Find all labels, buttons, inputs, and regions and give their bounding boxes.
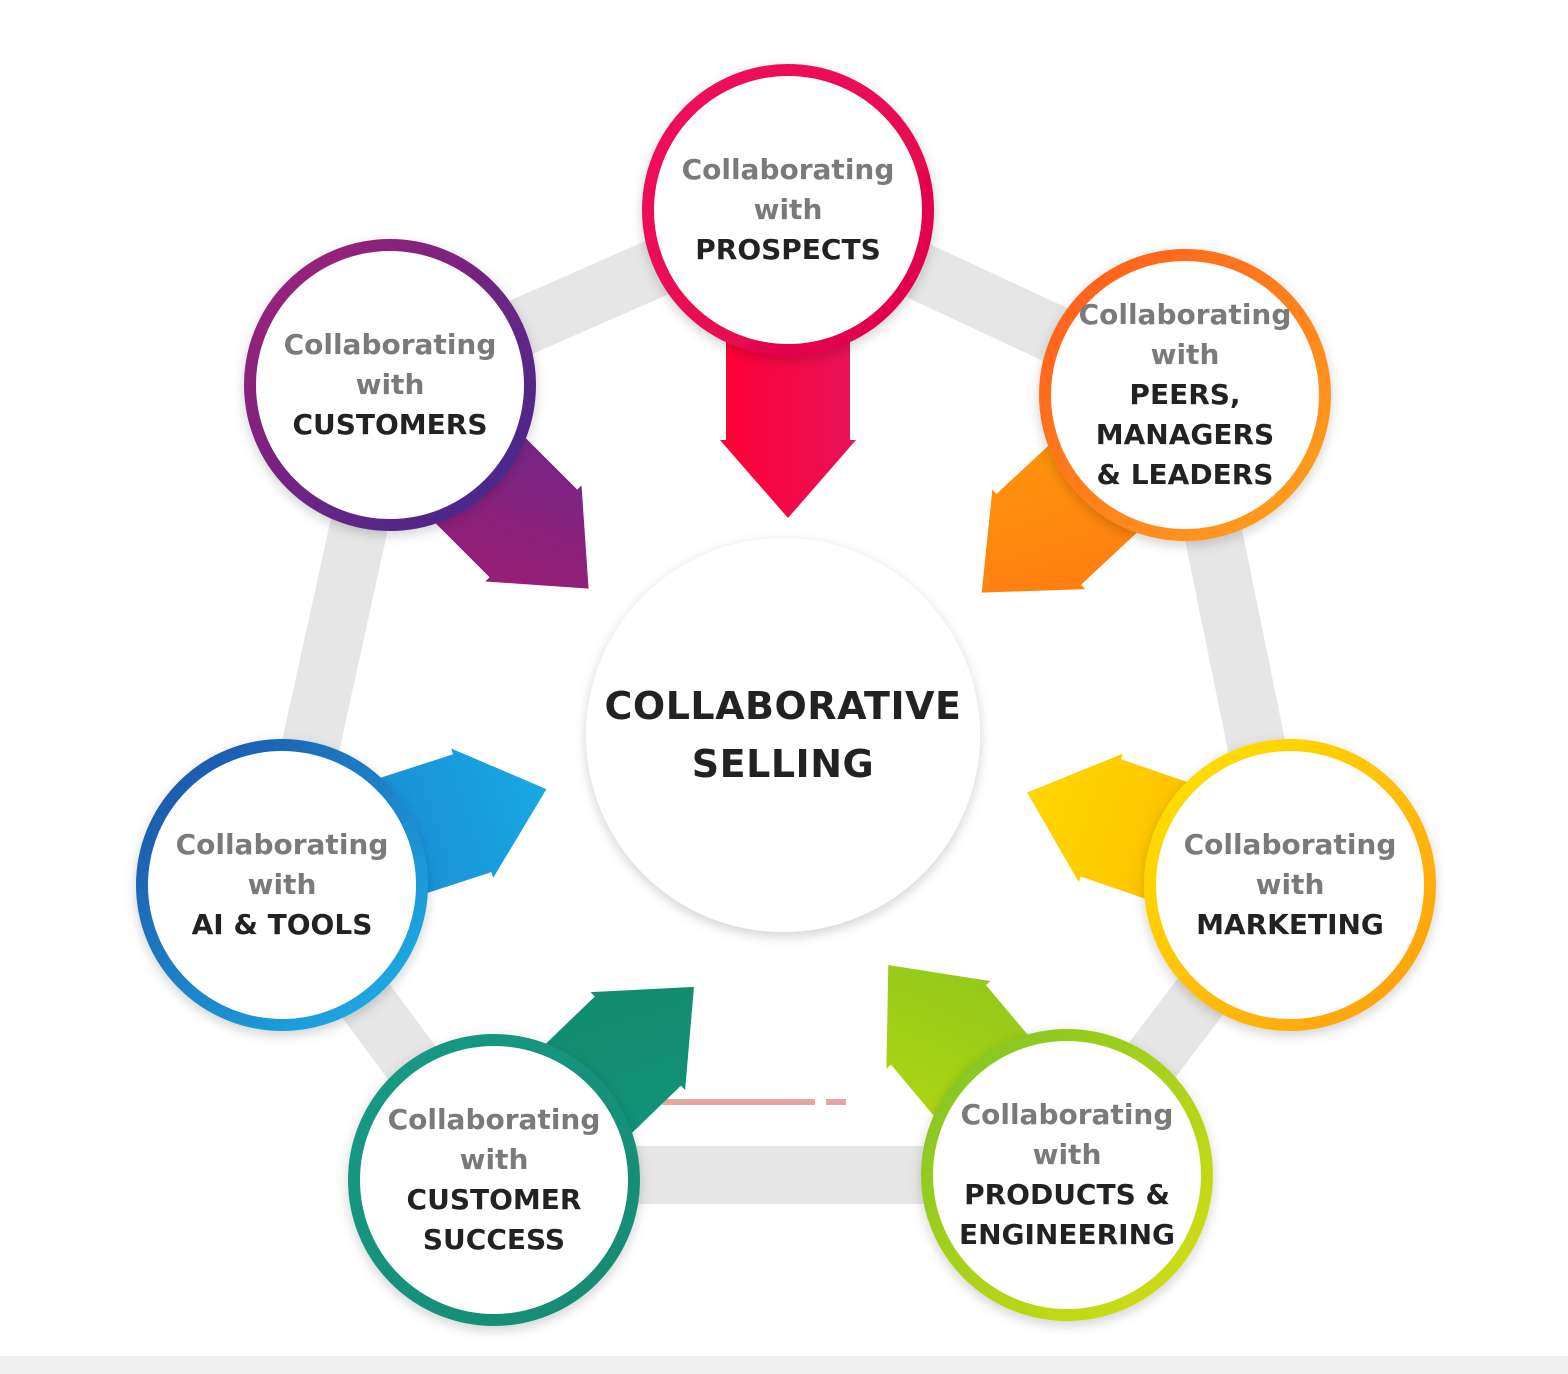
center-title-line1: COLLABORATIVE	[604, 684, 962, 728]
node-products: Collaborating with PRODUCTS & ENGINEERIN…	[945, 1053, 1189, 1297]
node-label-prospects: PROSPECTS	[695, 233, 881, 266]
node-prefix: Collaborating	[1078, 298, 1292, 331]
node-prefix-with: with	[1150, 338, 1220, 371]
node-customer-success: Collaborating with CUSTOMER SUCCESS	[372, 1058, 616, 1302]
node-prefix: Collaborating	[387, 1103, 601, 1136]
node-circle-customer-success	[348, 1034, 640, 1326]
node-label-customer-success: CUSTOMER SUCCESS	[406, 1183, 582, 1256]
node-label-ai-tools: AI & TOOLS	[191, 908, 373, 941]
center-title-line2: SELLING	[691, 742, 875, 786]
node-label-products: PRODUCTS & ENGINEERING	[958, 1178, 1176, 1251]
node-prefix-with: with	[1032, 1138, 1102, 1171]
node-prefix-with: with	[247, 868, 317, 901]
node-prefix-with: with	[355, 368, 425, 401]
center-label: COLLABORATIVE SELLING	[586, 538, 980, 932]
node-prefix-with: with	[1255, 868, 1325, 901]
node-prefix: Collaborating	[283, 328, 497, 361]
node-circle-products	[921, 1029, 1213, 1321]
node-label-customers: CUSTOMERS	[292, 408, 488, 441]
node-ai-tools: Collaborating with AI & TOOLS	[160, 763, 404, 1007]
node-prefix: Collaborating	[175, 828, 389, 861]
node-prospects: Collaborating with PROSPECTS	[666, 88, 910, 332]
node-prefix-with: with	[753, 193, 823, 226]
node-circle-marketing	[1144, 739, 1436, 1031]
node-label-peers: PEERS, MANAGERS & LEADERS	[1095, 378, 1275, 491]
node-prefix-with: with	[459, 1143, 529, 1176]
node-circle-prospects	[642, 64, 934, 356]
node-circle-peers	[1039, 249, 1331, 541]
node-peers: Collaborating with PEERS, MANAGERS & LEA…	[1063, 273, 1307, 517]
node-circle-ai-tools	[136, 739, 428, 1031]
node-customers: Collaborating with CUSTOMERS	[268, 263, 512, 507]
center-circle	[586, 538, 980, 932]
node-label-marketing: MARKETING	[1196, 908, 1384, 941]
node-prefix: Collaborating	[681, 153, 895, 186]
node-circle-customers	[244, 239, 536, 531]
footer-bar	[0, 1356, 1568, 1374]
node-marketing: Collaborating with MARKETING	[1168, 763, 1412, 1007]
node-prefix: Collaborating	[960, 1098, 1174, 1131]
node-prefix: Collaborating	[1183, 828, 1397, 861]
